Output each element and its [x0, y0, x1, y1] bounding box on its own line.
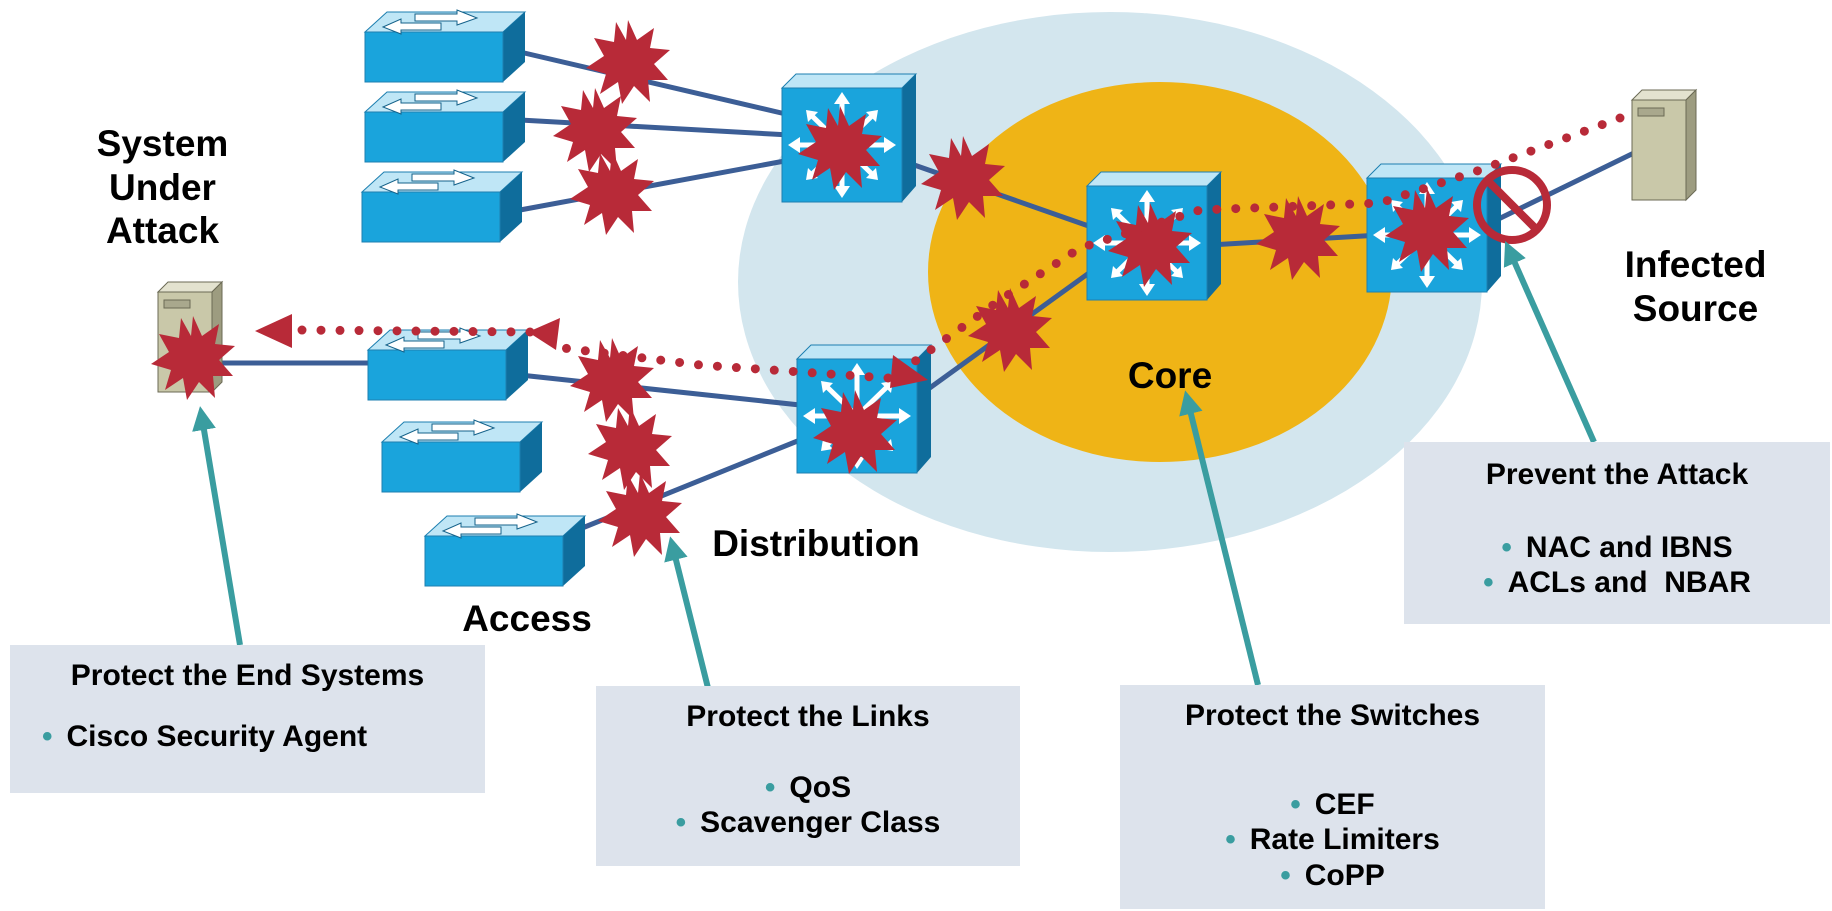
infected-source-label: Infected Source	[1624, 244, 1767, 329]
list-item: •Cisco Security Agent	[42, 720, 368, 753]
distribution-label: Distribution	[712, 523, 920, 564]
callout-arrows	[192, 241, 1597, 689]
access-switch-icon	[364, 9, 526, 83]
list-item: •QoS	[764, 771, 852, 804]
access-switch-icon	[364, 89, 526, 163]
protect-switches-box: Protect the Switches •CEF •Rate Limiters…	[1120, 685, 1545, 909]
access-switch-icon	[361, 169, 523, 243]
prevent-attack-box: Prevent the Attack •NAC and IBNS •ACLs a…	[1404, 442, 1830, 624]
access-label: Access	[462, 598, 592, 639]
box-title: Protect the Links	[686, 700, 930, 733]
list-item: •ACLs and NBAR	[1483, 566, 1751, 600]
access-switch-icon	[367, 327, 529, 401]
prohibit-icon	[1473, 166, 1551, 244]
attack-burst-icon	[570, 151, 654, 235]
list-item: •Rate Limiters	[1225, 823, 1440, 857]
access-switch-icon	[381, 419, 543, 493]
box-title: Protect the Switches	[1184, 699, 1481, 732]
attack-path	[290, 113, 1625, 383]
attack-arrowheads	[255, 314, 928, 388]
attack-burst-icon	[598, 473, 682, 557]
attack-burst-icon	[553, 88, 637, 172]
access-switch-icon	[424, 513, 586, 587]
protect-links-box: Protect the Links •QoS •Scavenger Class	[596, 686, 1020, 866]
list-item: •NAC and IBNS	[1501, 531, 1733, 564]
list-item: •CEF	[1290, 788, 1375, 821]
system-under-attack-label: System Under Attack	[96, 123, 229, 252]
box-title: Protect the End Systems	[70, 659, 425, 692]
attack-burst-icon	[588, 406, 672, 490]
list-item: •Scavenger Class	[675, 806, 941, 840]
protect-end-systems-box: Protect the End Systems •Cisco Security …	[10, 645, 485, 793]
core-label: Core	[1127, 355, 1213, 396]
box-title: Prevent the Attack	[1485, 458, 1749, 491]
server-icon	[1631, 89, 1697, 201]
list-item: •CoPP	[1280, 858, 1385, 892]
attack-burst-icon	[586, 20, 670, 104]
